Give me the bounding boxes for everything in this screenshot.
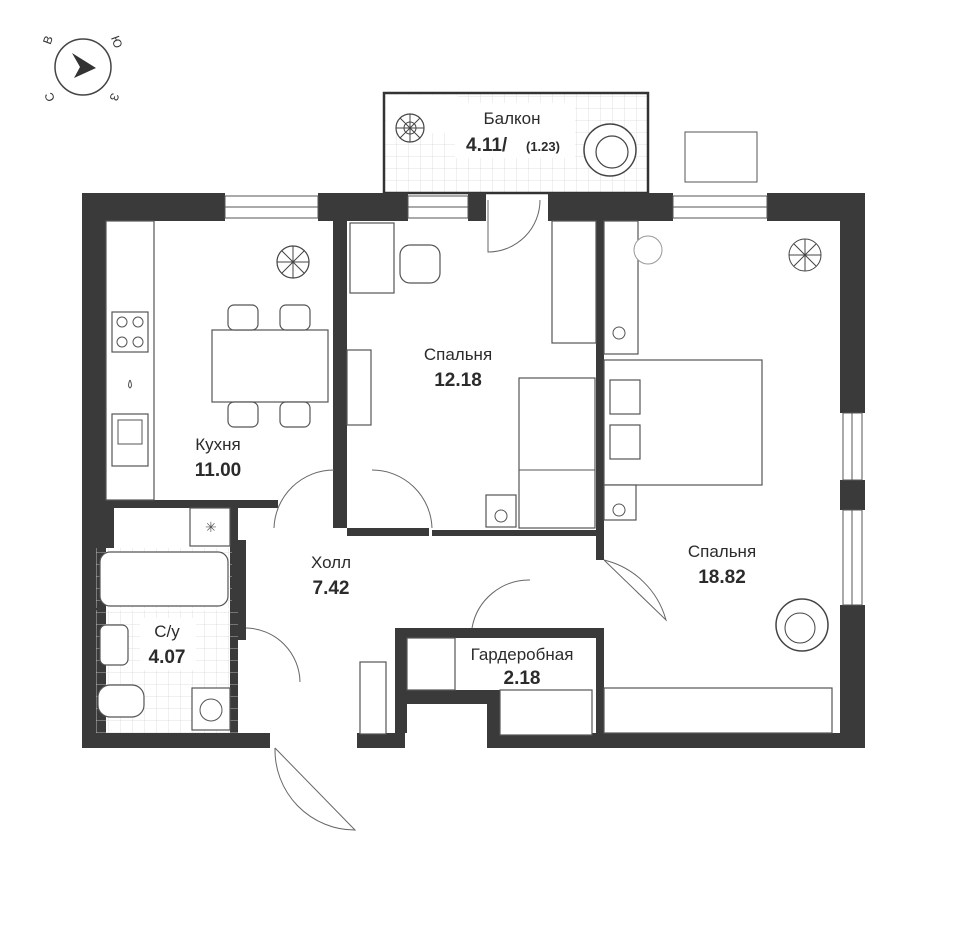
dining-table: [211, 329, 329, 403]
doors: [245, 199, 667, 831]
shoe-cabinet: [359, 661, 387, 735]
bathroom-name: С/у: [154, 622, 180, 641]
compass-ring: [54, 38, 112, 96]
plant-icon: [788, 238, 822, 272]
hall-furniture: [359, 637, 593, 736]
washing-machine-icon: [191, 687, 231, 731]
window-box: [684, 131, 758, 183]
double-bed: [603, 359, 763, 486]
single-bed: [518, 377, 596, 529]
walls: [82, 193, 865, 748]
bathroom-area: 4.07: [149, 647, 186, 668]
plant-icon: [276, 245, 310, 279]
armchair-icon: [775, 598, 829, 652]
closet: [551, 220, 597, 344]
armchair-icon: [583, 123, 637, 177]
hall-area: 7.42: [313, 578, 350, 599]
balcony-name: Балкон: [483, 109, 540, 128]
bedroom-small-name: Спальня: [424, 345, 492, 364]
bedroom-large-furniture: [603, 220, 833, 734]
chair-icon: [227, 304, 259, 331]
wardrobe-cabinet: [603, 220, 639, 355]
chair-icon: [227, 401, 259, 428]
wardrobe-name: Гардеробная: [471, 645, 574, 664]
compass-letter-z: З: [106, 91, 122, 103]
room-labels: Балкон 4.11/ (1.23) Кухня 11.00 Спальня …: [140, 109, 756, 689]
pillow: [609, 424, 641, 460]
compass-letter-s: С: [42, 90, 58, 103]
balcony-area: 4.11/: [466, 135, 508, 156]
kitchen-name: Кухня: [195, 435, 241, 454]
bedroom-large-name: Спальня: [688, 542, 756, 561]
kitchen-area: 11.00: [195, 460, 242, 481]
kitchen-furniture: ✳: [105, 220, 329, 547]
toilet-icon: [97, 684, 145, 718]
compass: В Ю С З: [40, 34, 125, 104]
wardrobe-hangers: [499, 689, 593, 736]
bedroom-small-area: 12.18: [434, 370, 482, 391]
svg-text:✳: ✳: [205, 520, 217, 536]
lamp-icon: [633, 235, 663, 265]
bedroom-large-area: 18.82: [698, 567, 746, 588]
bathtub: [99, 551, 229, 607]
dresser: [346, 349, 372, 426]
wardrobe-rail: [603, 687, 833, 734]
chair-icon: [279, 401, 311, 428]
hall-name: Холл: [311, 553, 351, 572]
windows: [224, 131, 863, 606]
washbasin: [99, 624, 129, 666]
pillow: [609, 379, 641, 415]
balcony-area-reduced: (1.23): [526, 139, 560, 154]
bedroom-small-furniture: [346, 220, 597, 529]
wardrobe-shelf: [406, 637, 456, 691]
bathroom-fixtures: [96, 548, 238, 733]
bathroom-label-bg: [140, 618, 196, 670]
nightstand: [603, 484, 637, 521]
plant-icon: [395, 113, 425, 143]
compass-arrow-icon: [72, 53, 96, 78]
wardrobe-area: 2.18: [504, 668, 541, 689]
chair-icon: [279, 304, 311, 331]
boiler-icon: [189, 507, 231, 547]
sink-icon: [111, 413, 149, 467]
stove-icon: [111, 311, 149, 353]
desk: [349, 222, 395, 294]
balcony: [382, 91, 650, 195]
faucet-icon: [128, 379, 132, 389]
compass-letter-v: В: [40, 34, 56, 46]
compass-letter-yu: Ю: [108, 34, 125, 50]
office-chair-icon: [399, 244, 441, 284]
balcony-label-bg-2: [455, 103, 575, 158]
